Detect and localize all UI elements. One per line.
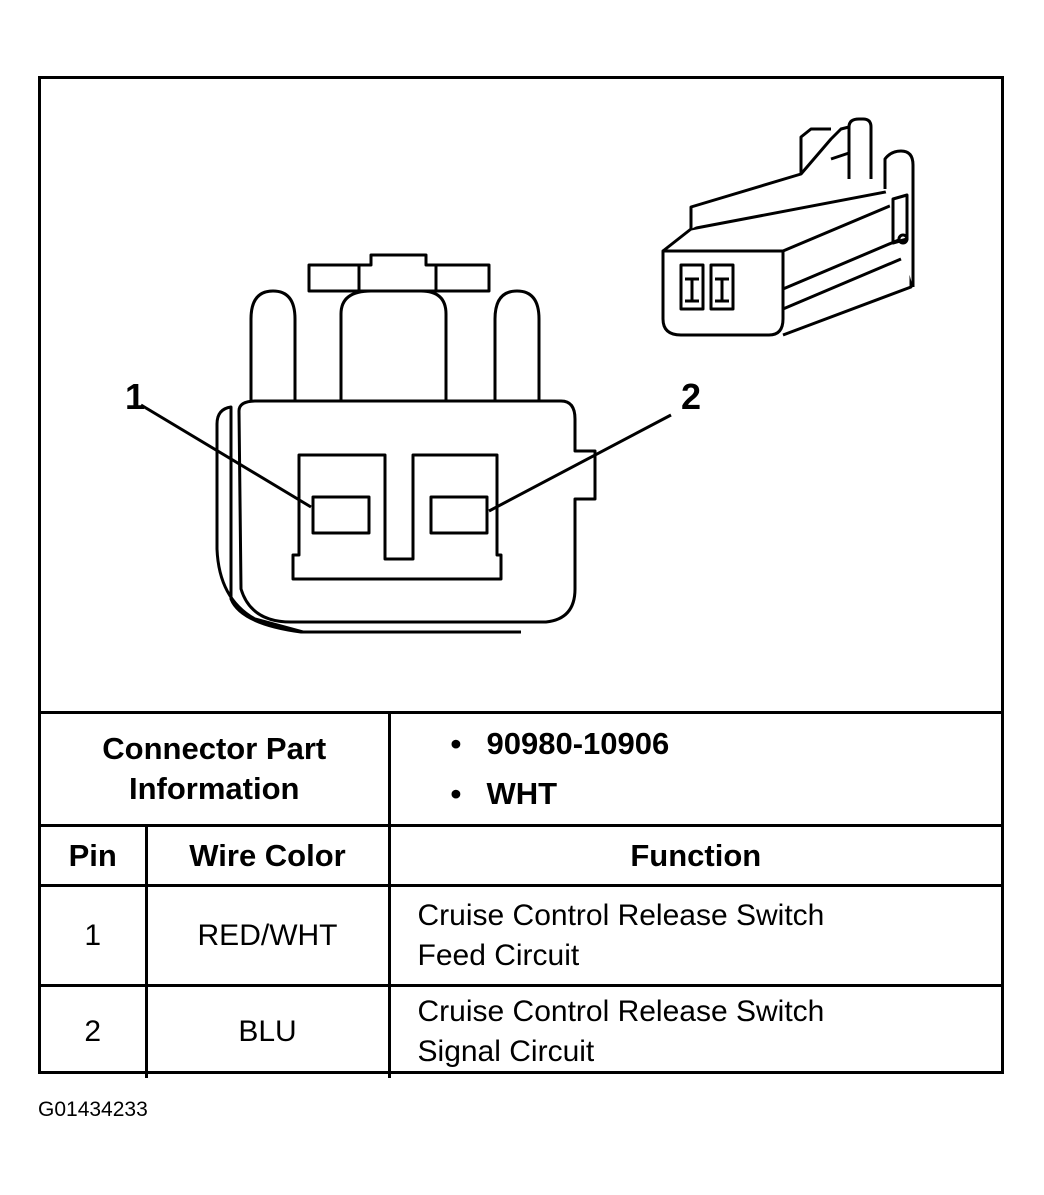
function-line: Cruise Control Release Switch	[417, 898, 825, 932]
callout-line-2	[488, 413, 672, 513]
terminal-2	[429, 495, 489, 535]
callout-label-1: 1	[125, 376, 145, 417]
connector-color: WHT	[451, 769, 1001, 819]
callout-label-2: 2	[681, 376, 701, 417]
pin-number: 2	[41, 984, 148, 1078]
table-row: 1 RED/WHT Cruise Control Release Switch …	[41, 884, 1001, 987]
terminal-1	[311, 495, 371, 535]
part-number: 90980-10906	[451, 719, 1001, 769]
diagram-frame: 1 2 Connector Part Information 90980-109…	[38, 76, 1004, 1078]
header-function: Function	[387, 824, 1001, 887]
pin-number: 1	[41, 884, 148, 987]
header-wire-color: Wire Color	[144, 824, 391, 887]
pin-function: Cruise Control Release Switch Signal Cir…	[387, 984, 1001, 1078]
callout-line-1	[140, 403, 312, 509]
connector-info-label-text: Connector Part Information	[102, 731, 327, 806]
terminal-cavity	[291, 453, 503, 581]
connector-info-row: Connector Part Information 90980-10906 W…	[41, 711, 1001, 827]
figure-id: G01434233	[38, 1098, 148, 1121]
function-line: Cruise Control Release Switch	[417, 995, 825, 1029]
table-header-row: Pin Wire Color Function	[41, 824, 1001, 887]
pin-function: Cruise Control Release Switch Feed Circu…	[387, 884, 1001, 987]
wire-color: BLU	[144, 984, 391, 1078]
pin-table: Connector Part Information 90980-10906 W…	[41, 711, 1001, 1078]
function-line: Feed Circuit	[417, 938, 580, 972]
latch-tab	[307, 253, 491, 293]
wire-color: RED/WHT	[144, 884, 391, 987]
center-column	[339, 289, 448, 409]
connector-info-label: Connector Part Information	[41, 711, 391, 827]
left-post	[249, 289, 297, 409]
connector-housing	[237, 399, 597, 624]
header-pin: Pin	[41, 824, 148, 887]
table-row: 2 BLU Cruise Control Release Switch Sign…	[41, 984, 1001, 1078]
right-post	[493, 289, 541, 409]
connector-info-values: 90980-10906 WHT	[387, 711, 1001, 827]
connector-drawing: 1 2	[41, 79, 1001, 713]
connector-perspective	[661, 117, 915, 337]
function-line: Signal Circuit	[417, 1035, 595, 1069]
connector-illustration: 1 2	[125, 117, 915, 634]
